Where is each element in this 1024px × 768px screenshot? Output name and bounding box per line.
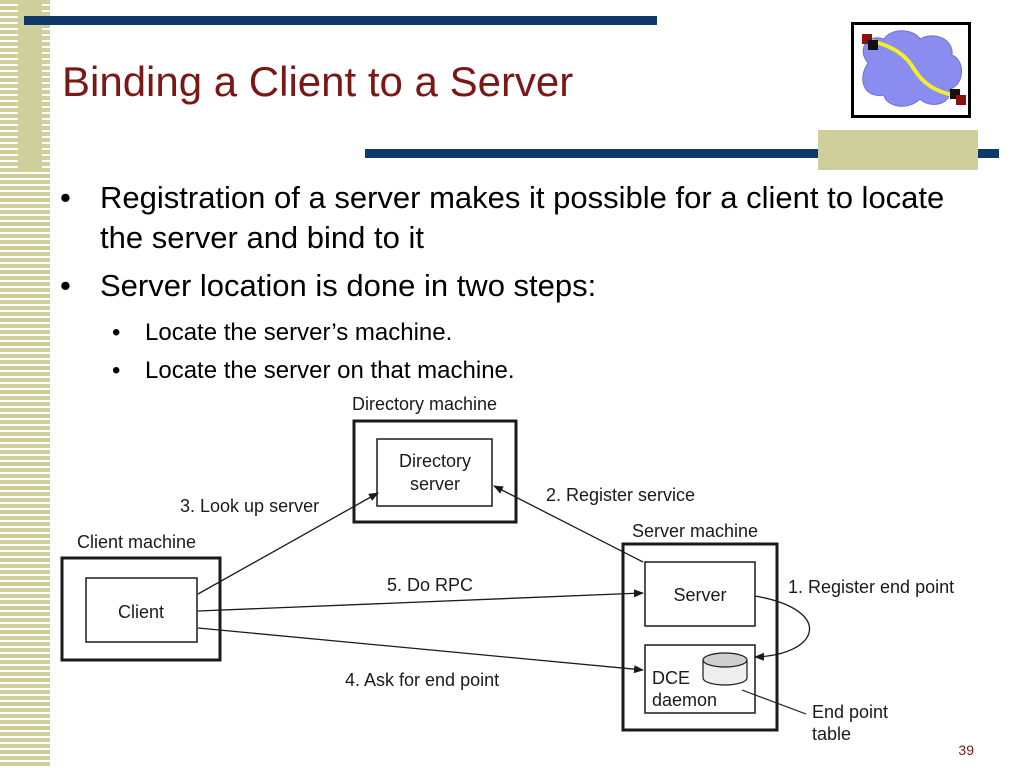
ask-end-point-label: 4. Ask for end point	[345, 670, 499, 690]
bullet-dot: •	[112, 319, 121, 346]
client-machine-box	[60, 556, 222, 662]
end-point-pointer	[741, 689, 807, 715]
logo	[851, 22, 971, 118]
do-rpc-arrow	[197, 589, 644, 612]
bullet-text: Server location is done in two steps:	[100, 268, 597, 303]
end-point-table-label: End point	[812, 702, 888, 722]
bullet-text: Registration of a server makes it possib…	[100, 180, 945, 255]
directory-machine-label: Directory machine	[352, 394, 497, 414]
sub-bullet-item: • Locate the server on that machine.	[60, 352, 990, 390]
title-underline-bar	[365, 149, 999, 158]
look-up-server-arrow	[197, 492, 379, 595]
do-rpc-label: 5. Do RPC	[387, 575, 473, 595]
dce-daemon-box	[644, 644, 756, 714]
look-up-server-label: 3. Look up server	[180, 496, 319, 516]
server-box	[644, 561, 756, 627]
server-label: Server	[673, 585, 726, 605]
left-solid-decoration	[18, 0, 42, 170]
sub-bullet-item: • Locate the server’s machine.	[60, 314, 990, 352]
register-end-point-arrow	[754, 595, 811, 661]
bullet-item: • Registration of a server makes it poss…	[60, 178, 990, 258]
server-machine-label: Server machine	[632, 521, 758, 541]
register-service-arrow	[493, 485, 644, 563]
database-icon	[702, 652, 748, 686]
directory-server-box	[376, 438, 493, 507]
client-machine-label: Client machine	[77, 532, 196, 552]
dce-daemon-label: DCE	[652, 668, 690, 688]
sub-bullet-text: Locate the server’s machine.	[145, 319, 453, 346]
client-box	[85, 577, 198, 643]
directory-machine-box	[352, 419, 518, 524]
server-machine-box	[621, 542, 779, 732]
register-service-label: 2. Register service	[546, 485, 695, 505]
bullet-dot: •	[60, 268, 71, 303]
client-label: Client	[118, 602, 164, 622]
bullet-item: • Server location is done in two steps:	[60, 266, 990, 306]
directory-server-label: server	[410, 474, 460, 494]
bullet-list: • Registration of a server makes it poss…	[60, 178, 990, 390]
page-number: 39	[958, 742, 974, 758]
corner-accent-block	[818, 130, 978, 170]
sub-bullet-text: Locate the server on that machine.	[145, 357, 515, 384]
cloud-network-icon	[862, 30, 966, 107]
end-point-table-label: table	[812, 724, 851, 744]
directory-server-label: Directory	[399, 451, 471, 471]
dce-daemon-label: daemon	[652, 690, 717, 710]
bullet-dot: •	[112, 357, 121, 384]
register-end-point-label: 1. Register end point	[788, 577, 954, 597]
bullet-dot: •	[60, 180, 71, 215]
slide-title: Binding a Client to a Server	[62, 58, 574, 105]
ask-end-point-arrow	[197, 627, 644, 674]
top-accent-bar	[24, 16, 657, 25]
